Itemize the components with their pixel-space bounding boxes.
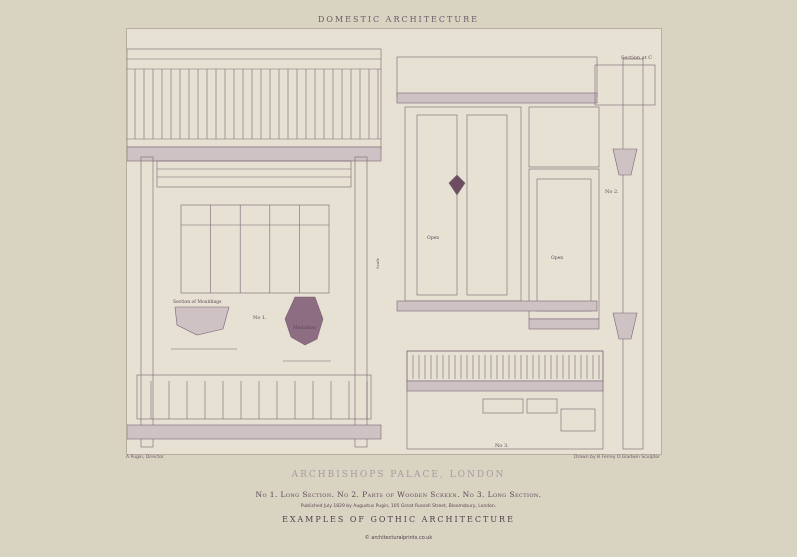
railing	[136, 374, 372, 420]
published-line: Published July 1829 by Augustus Pugin, 1…	[300, 504, 497, 509]
long-section-no3	[406, 350, 604, 450]
left-post	[140, 156, 154, 448]
floor-band	[126, 424, 382, 440]
credit-left: A Pugin, Director	[126, 455, 164, 460]
ceiling-rafters	[127, 58, 381, 148]
label-medallion: Medallion	[293, 325, 316, 331]
screen-upper-panel	[528, 106, 600, 168]
label-no2: No 2.	[605, 189, 619, 195]
top-header: DOMESTIC ARCHITECTURE	[318, 15, 479, 24]
column-capital	[594, 64, 656, 106]
engraving-plate: Section at C Section of Mouldings No 1. …	[126, 28, 662, 455]
screen-door-left	[404, 106, 522, 302]
label-open-left: Open	[427, 235, 439, 241]
beam-lattice	[156, 160, 352, 188]
label-scale: Scale	[375, 257, 380, 269]
plate-drawing: Section at C Section of Mouldings No 1. …	[126, 48, 656, 450]
moulding-section	[174, 306, 230, 336]
screen-door-right	[528, 168, 600, 320]
screen-cornice	[396, 56, 598, 98]
door-ornament	[448, 174, 466, 196]
right-post	[354, 156, 368, 448]
railing-balusters	[150, 381, 368, 419]
series-title: EXAMPLES OF GOTHIC ARCHITECTURE	[282, 515, 515, 524]
label-no3: No 3.	[495, 443, 509, 449]
main-title: ARCHBISHOPS PALACE, LONDON	[291, 470, 506, 480]
copyright-footer: © architecturalprints.co.uk	[364, 535, 433, 541]
right-column	[622, 58, 644, 450]
subtitle: No 1. Long Section. No 2. Parts of Woode…	[255, 490, 542, 499]
label-section-of-mouldings: Section of Mouldings	[173, 299, 222, 305]
label-no1: No 1.	[253, 315, 267, 321]
label-section-ab: Section at C	[621, 55, 652, 61]
window-frame	[180, 204, 330, 294]
window-lights	[181, 205, 329, 293]
ceiling-vertical-rafters	[134, 69, 379, 139]
medallion-shape	[284, 296, 324, 346]
label-open-right: Open	[551, 255, 563, 261]
ceiling-panel	[126, 48, 382, 150]
credit-right: Drawn by B Ferrey O.Gladwin Sculptor	[573, 455, 660, 460]
long-section-balusters	[412, 355, 600, 379]
beam-band	[126, 146, 382, 162]
